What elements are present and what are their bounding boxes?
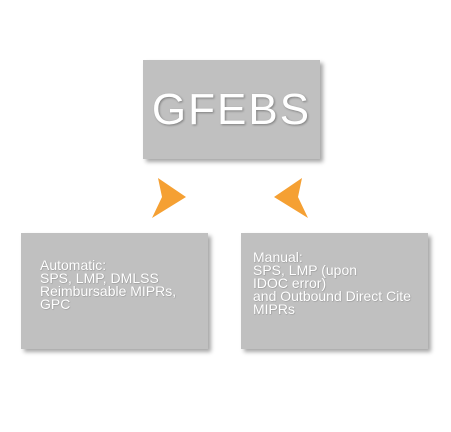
manual-line: IDOC error) bbox=[253, 275, 327, 291]
automatic-line: Reimbursable MIPRs, bbox=[40, 283, 177, 299]
automatic-box: Automatic: SPS, LMP, DMLSS Reimbursable … bbox=[21, 233, 208, 349]
manual-box: Manual: SPS, LMP (upon IDOC error) and O… bbox=[241, 233, 428, 349]
automatic-line: SPS, LMP, DMLSS bbox=[40, 270, 159, 286]
gfebs-box: GFEBS bbox=[143, 60, 320, 159]
automatic-line: GPC bbox=[40, 296, 71, 312]
manual-line: and Outbound Direct Cite bbox=[253, 288, 411, 304]
arrow-down-right-icon bbox=[274, 178, 308, 218]
manual-text: Manual: SPS, LMP (upon IDOC error) and O… bbox=[253, 249, 411, 317]
manual-line: Manual: bbox=[253, 249, 303, 265]
manual-line: SPS, LMP (upon bbox=[253, 262, 358, 278]
arrow-down-left-icon bbox=[152, 178, 186, 218]
gfebs-title: GFEBS bbox=[151, 84, 312, 134]
manual-line: MIPRs bbox=[253, 301, 295, 317]
automatic-text: Automatic: SPS, LMP, DMLSS Reimbursable … bbox=[40, 257, 177, 312]
automatic-line: Automatic: bbox=[40, 257, 107, 273]
